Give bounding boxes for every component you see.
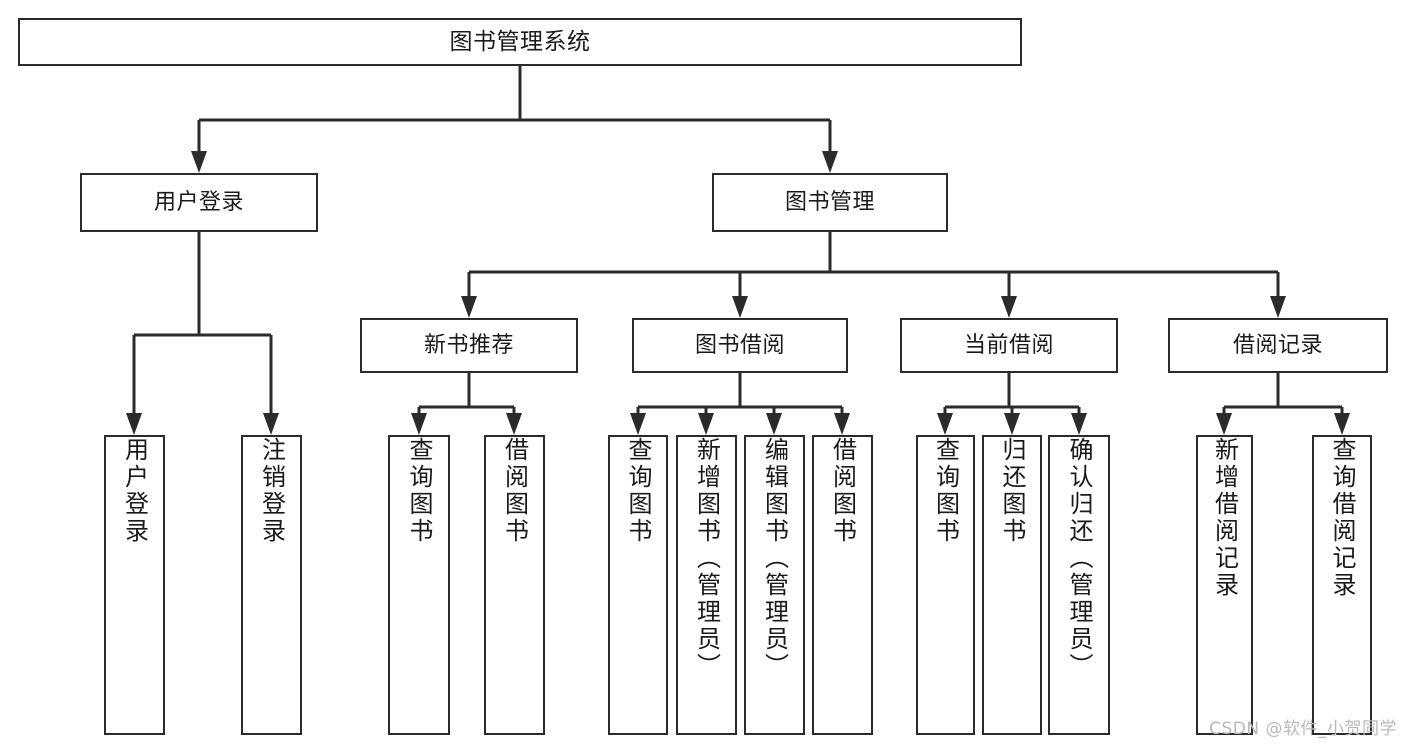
node-label-leaf_borrow_book_1: 借阅图书 — [500, 437, 529, 545]
node-leaf_user_login[interactable]: 用户登录 — [104, 435, 165, 735]
node-leaf_query_record[interactable]: 查询借阅记录 — [1312, 435, 1372, 735]
node-label-leaf_edit_book: 编辑图书（管理员） — [760, 437, 789, 680]
node-label-root: 图书管理系统 — [449, 28, 591, 55]
node-label-leaf_query_book_2: 查询图书 — [624, 437, 652, 545]
node-label-leaf_query_record: 查询借阅记录 — [1328, 437, 1356, 599]
node-label-leaf_logout: 注销登录 — [257, 437, 286, 545]
node-leaf_confirm_return[interactable]: 确认归还（管理员） — [1048, 435, 1110, 735]
node-leaf_add_book[interactable]: 新增图书（管理员） — [676, 435, 737, 735]
node-root[interactable]: 图书管理系统 — [18, 18, 1022, 66]
node-label-leaf_add_book: 新增图书（管理员） — [692, 437, 721, 680]
node-leaf_query_book_3[interactable]: 查询图书 — [916, 435, 975, 735]
node-user_login[interactable]: 用户登录 — [80, 173, 318, 232]
node-label-new_book_rec: 新书推荐 — [423, 332, 514, 358]
node-leaf_query_book_2[interactable]: 查询图书 — [608, 435, 668, 735]
node-label-user_login: 用户登录 — [153, 189, 244, 215]
node-label-current_borrow: 当前借阅 — [963, 332, 1054, 358]
node-current_borrow[interactable]: 当前借阅 — [900, 318, 1118, 373]
node-leaf_edit_book[interactable]: 编辑图书（管理员） — [744, 435, 805, 735]
node-label-leaf_query_book_1: 查询图书 — [405, 437, 433, 545]
node-leaf_add_record[interactable]: 新增借阅记录 — [1196, 435, 1253, 735]
node-new_book_rec[interactable]: 新书推荐 — [360, 318, 578, 373]
node-label-borrow_record: 借阅记录 — [1232, 332, 1323, 358]
node-leaf_return_book[interactable]: 归还图书 — [982, 435, 1042, 735]
node-label-leaf_confirm_return: 确认归还（管理员） — [1065, 437, 1093, 680]
node-borrow_record[interactable]: 借阅记录 — [1168, 318, 1388, 373]
node-label-book_borrow: 图书借阅 — [694, 332, 785, 358]
node-label-leaf_user_login: 用户登录 — [120, 437, 149, 545]
node-leaf_borrow_book_1[interactable]: 借阅图书 — [484, 435, 545, 735]
node-leaf_logout[interactable]: 注销登录 — [241, 435, 302, 735]
edge-group — [126, 66, 1350, 435]
node-label-leaf_query_book_3: 查询图书 — [931, 437, 960, 545]
node-label-leaf_return_book: 归还图书 — [998, 437, 1026, 545]
node-book_manage[interactable]: 图书管理 — [712, 173, 948, 232]
node-book_borrow[interactable]: 图书借阅 — [632, 318, 848, 373]
node-label-leaf_borrow_book_2: 借阅图书 — [828, 437, 857, 545]
node-leaf_query_book_1[interactable]: 查询图书 — [388, 435, 450, 735]
node-leaf_borrow_book_2[interactable]: 借阅图书 — [812, 435, 873, 735]
node-label-leaf_add_record: 新增借阅记录 — [1210, 437, 1239, 599]
node-label-book_manage: 图书管理 — [784, 189, 875, 215]
